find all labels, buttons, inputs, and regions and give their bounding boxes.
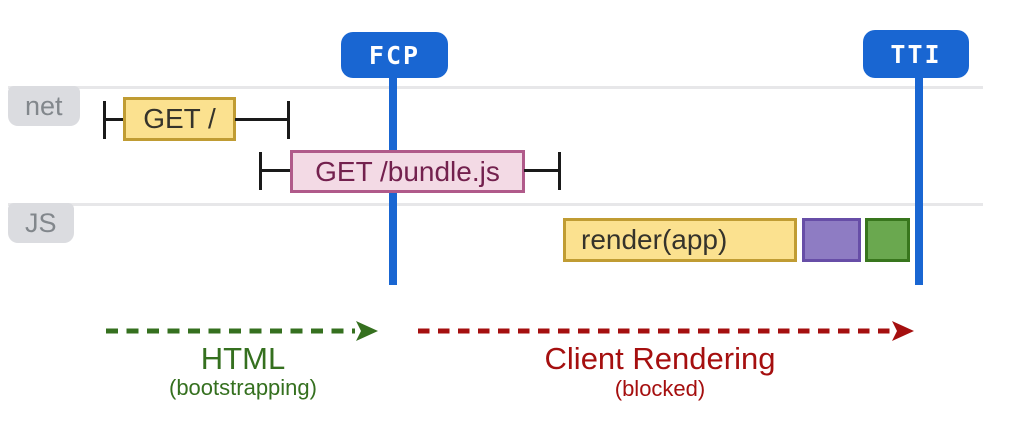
js-task-purple-box bbox=[802, 218, 861, 262]
get-root-left-connector bbox=[105, 118, 124, 121]
tti-marker-line bbox=[915, 72, 923, 285]
get-bundle-request-box: GET /bundle.js bbox=[290, 150, 525, 193]
client-rendering-phase-sublabel: (blocked) bbox=[614, 376, 706, 401]
html-phase-label: HTML bbox=[200, 341, 286, 376]
js-track-label: JS bbox=[8, 203, 74, 243]
js-track-line bbox=[8, 203, 983, 206]
js-task-green-box bbox=[865, 218, 910, 262]
tti-badge: TTI bbox=[863, 30, 969, 78]
html-phase-sublabel: (bootstrapping) bbox=[169, 375, 317, 400]
net-track-label: net bbox=[8, 86, 80, 126]
get-root-right-connector bbox=[235, 118, 288, 121]
get-bundle-right-tick bbox=[558, 152, 561, 190]
get-root-right-tick bbox=[287, 101, 290, 139]
client-rendering-phase-arrow bbox=[418, 321, 914, 341]
get-root-left-tick bbox=[103, 101, 106, 139]
get-root-request-box: GET / bbox=[123, 97, 236, 141]
get-bundle-left-connector bbox=[261, 169, 291, 172]
html-phase-arrow bbox=[106, 321, 378, 341]
client-rendering-phase-label: Client Rendering bbox=[544, 341, 776, 376]
fcp-badge: FCP bbox=[341, 32, 448, 78]
phase-arrows bbox=[106, 321, 914, 341]
render-app-task-box: render(app) bbox=[563, 218, 797, 262]
net-track-line bbox=[8, 86, 983, 89]
get-bundle-right-connector bbox=[524, 169, 559, 172]
get-bundle-left-tick bbox=[259, 152, 262, 190]
